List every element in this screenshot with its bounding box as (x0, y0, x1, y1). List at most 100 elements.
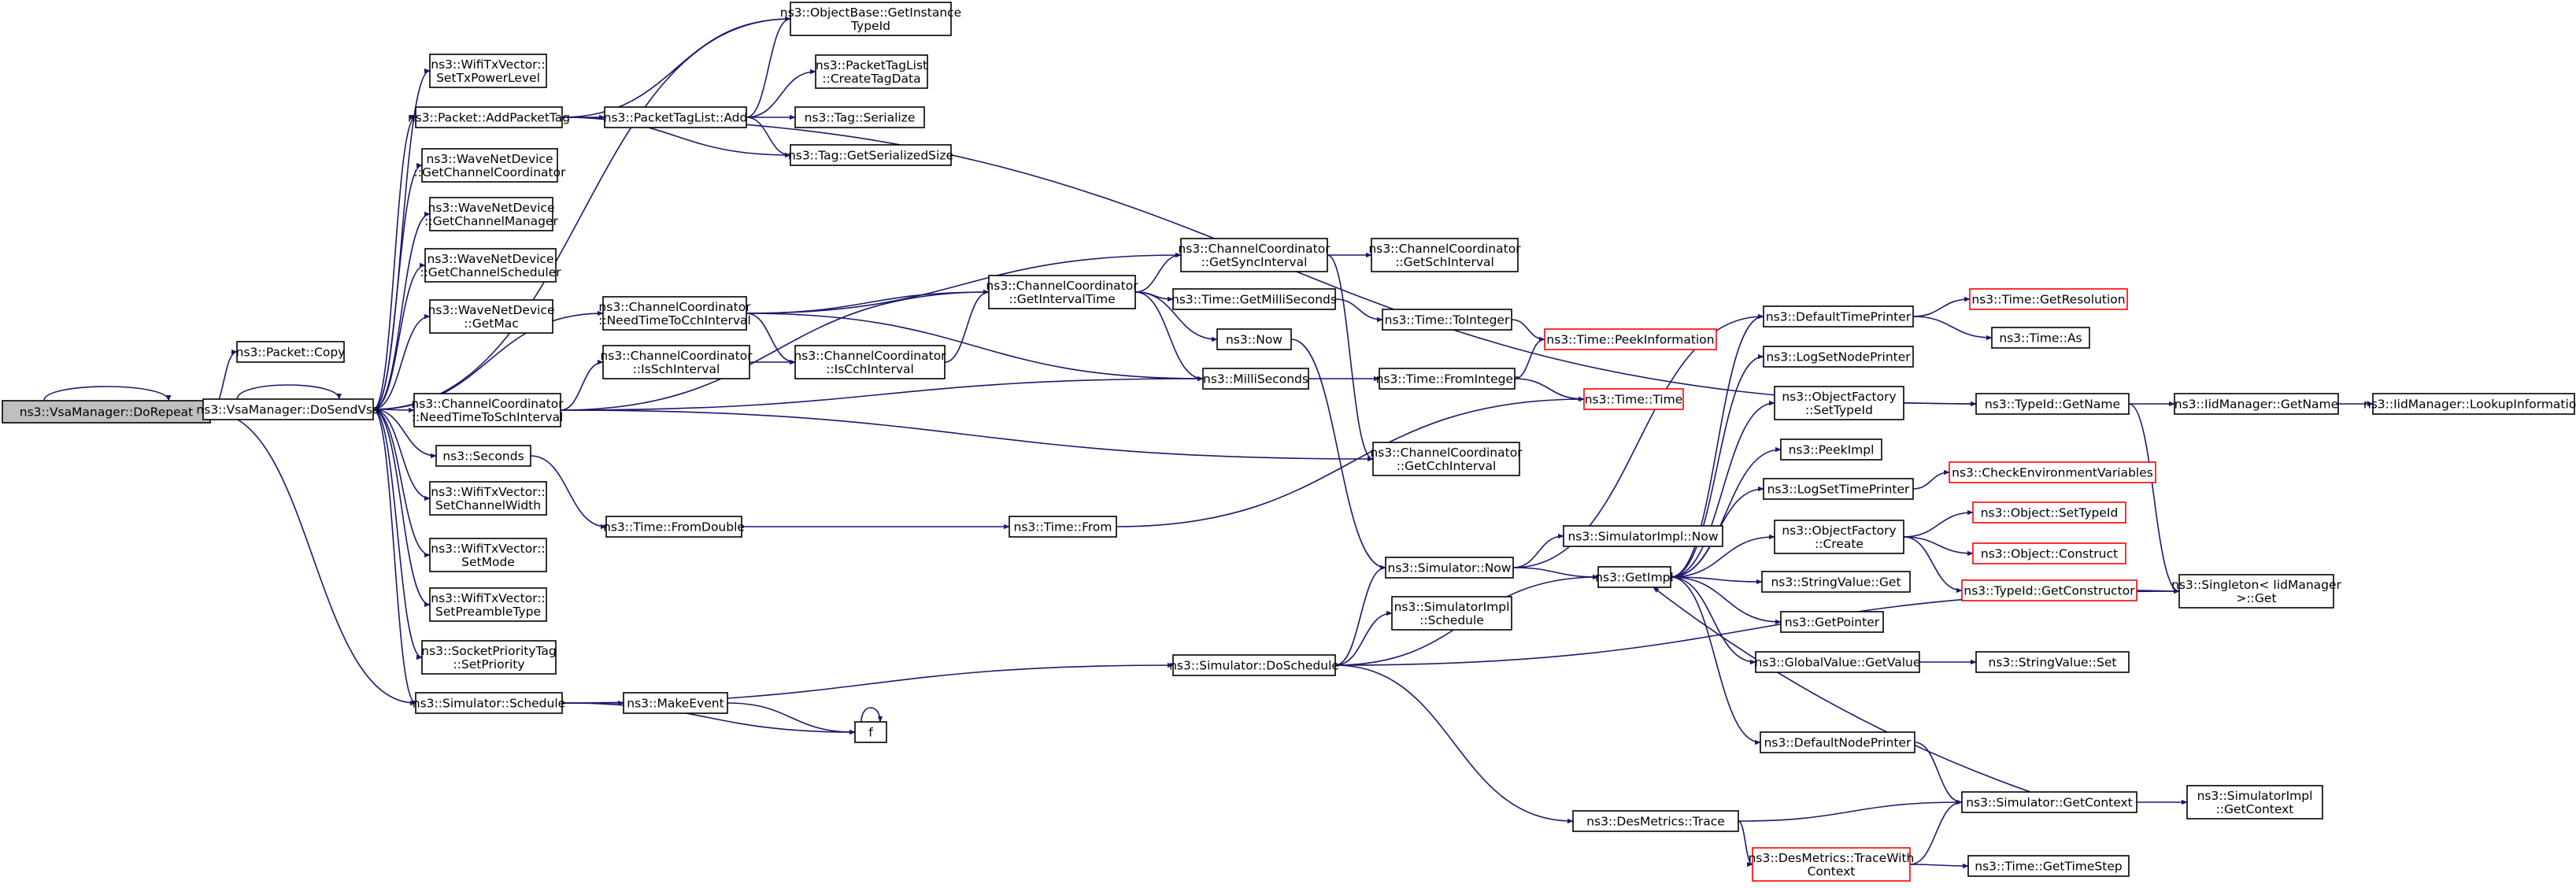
node-object-set-type-id[interactable]: ns3::Object::SetTypeId (1972, 501, 2126, 524)
node-to-integer[interactable]: ns3::Time::ToInteger (1382, 309, 1512, 331)
node-box (202, 398, 374, 420)
node-make-event[interactable]: ns3::MakeEvent (623, 692, 728, 714)
node-global-value-get-value[interactable]: ns3::GlobalValue::GetValue (1755, 651, 1921, 673)
edge-get-impl-to-obj-factory-create (1670, 534, 1775, 578)
node-label: ns3::Tag::Serialize (805, 111, 916, 125)
node-label: ns3::StringValue::Set (1989, 656, 2117, 670)
node-label: ns3::Time::GetMilliSeconds (1171, 293, 1337, 307)
node-do-send-vsa[interactable]: ns3::VsaManager::DoSendVsa (196, 398, 380, 420)
node-sim-schedule[interactable]: ns3::Simulator::Schedule (413, 692, 565, 714)
node-default-time-printer[interactable]: ns3::DefaultTimePrinter (1763, 305, 1914, 327)
edge-default-node-printer-to-sim-get-context (1914, 742, 1963, 805)
node-tag-serialize[interactable]: ns3::Tag::Serialize (794, 106, 925, 128)
node-peek-information[interactable]: ns3::Time::PeekInformation (1544, 328, 1717, 350)
node-label: ns3::Simulator::GetContext (1966, 796, 2133, 810)
node-label: ns3::Simulator::Schedule (413, 697, 565, 711)
node-obj-factory-create[interactable]: ns3::ObjectFactory::Create (1774, 520, 1904, 554)
node-set-preamble-type[interactable]: ns3::WifiTxVector::SetPreambleType (429, 587, 547, 622)
node-object-construct[interactable]: ns3::Object::Construct (1972, 542, 2126, 564)
node-get-pointer[interactable]: ns3::GetPointer (1780, 611, 1884, 633)
node-create-tag-data[interactable]: ns3::PacketTagList::CreateTagData (815, 54, 928, 89)
node-peek-impl[interactable]: ns3::PeekImpl (1780, 438, 1882, 461)
node-now[interactable]: ns3::Now (1216, 328, 1292, 350)
node-label: ::Schedule (1419, 613, 1484, 627)
edge-sim-now-to-sim-impl-now (1512, 533, 1564, 568)
node-string-value-get[interactable]: ns3::StringValue::Get (1761, 571, 1911, 593)
node-get-interval-time[interactable]: ns3::ChannelCoordinator::GetIntervalTime (986, 275, 1138, 309)
node-milli-seconds[interactable]: ns3::MilliSeconds (1202, 368, 1309, 390)
node-box (429, 299, 553, 334)
edge-from-integer-to-time-time (1514, 378, 1585, 402)
node-get-time-step[interactable]: ns3::Time::GetTimeStep (1967, 855, 2130, 877)
node-is-sch-interval[interactable]: ns3::ChannelCoordinator::IsSchInterval (600, 345, 753, 379)
node-get-sync-interval[interactable]: ns3::ChannelCoordinator::GetSyncInterval (1178, 238, 1331, 272)
edge-trace-with-context-to-get-time-step (1909, 863, 1969, 869)
node-get-channel-coordinator[interactable]: ns3::WaveNetDevice::GetChannelCoordinato… (414, 148, 567, 183)
node-f[interactable]: f (854, 721, 887, 743)
node-sim-impl-get-context[interactable]: ns3::SimulatorImpl::GetContext (2186, 785, 2323, 820)
node-iid-get-name[interactable]: ns3::IidManager::GetName (2174, 393, 2339, 415)
edge-type-id-get-name-to-singleton-get (2128, 403, 2180, 594)
node-set-tx-power-level[interactable]: ns3::WifiTxVector::SetTxPowerLevel (429, 54, 547, 88)
node-type-id-get-constructor[interactable]: ns3::TypeId::GetConstructor (1961, 579, 2137, 601)
node-default-node-printer[interactable]: ns3::DefaultNodePrinter (1760, 731, 1915, 753)
node-get-mac[interactable]: ns3::WaveNetDevice::GetMac (428, 299, 555, 334)
node-time-from[interactable]: ns3::Time::From (1009, 516, 1117, 538)
node-get-channel-manager[interactable]: ns3::WaveNetDevice::GetChannelManager (424, 197, 558, 231)
node-time-time[interactable]: ns3::Time::Time (1583, 388, 1684, 410)
node-label: ns3::WaveNetDevice (427, 252, 554, 266)
node-get-sch-interval[interactable]: ns3::ChannelCoordinator::GetSchInterval (1368, 238, 1521, 272)
node-need-time-to-cch[interactable]: ns3::ChannelCoordinator::NeedTimeToCchIn… (598, 296, 751, 331)
node-add-packet-tag[interactable]: ns3::Packet::AddPacketTag (408, 106, 570, 128)
node-do-schedule[interactable]: ns3::Simulator::DoSchedule (1169, 654, 1339, 676)
node-get-resolution[interactable]: ns3::Time::GetResolution (1969, 288, 2128, 310)
node-time-as[interactable]: ns3::Time::As (1991, 327, 2090, 349)
node-singleton-get[interactable]: ns3::Singleton< IidManager >::Get (2171, 574, 2342, 609)
node-from-double[interactable]: ns3::Time::FromDouble (603, 516, 745, 538)
node-box (1379, 368, 1516, 390)
node-do-repeat[interactable]: ns3::VsaManager::DoRepeat (2, 400, 211, 424)
node-label: ns3::Time::From (1014, 520, 1112, 535)
edge-log-set-time-printer-to-check-env-vars (1912, 469, 1950, 490)
node-label: ns3::PacketTagList::Add (604, 111, 748, 125)
node-seconds[interactable]: ns3::Seconds (435, 445, 531, 467)
node-get-impl[interactable]: ns3::GetImpl (1595, 566, 1674, 588)
node-packet-tag-list-add[interactable]: ns3::PacketTagList::Add (604, 106, 748, 128)
node-obj-factory-set-type-id[interactable]: ns3::ObjectFactory::SetTypeId (1774, 386, 1904, 420)
node-label: ::GetSchInterval (1395, 255, 1494, 269)
node-sim-now[interactable]: ns3::Simulator::Now (1385, 557, 1514, 579)
node-string-value-set[interactable]: ns3::StringValue::Set (1975, 651, 2130, 673)
node-get-cch-interval[interactable]: ns3::ChannelCoordinator::GetCchInterval (1370, 442, 1523, 476)
node-box (790, 2, 952, 36)
node-sim-impl-now[interactable]: ns3::SimulatorImpl::Now (1563, 525, 1723, 547)
edge-obj-factory-create-to-object-set-type-id (1903, 509, 1974, 538)
node-box (1780, 438, 1882, 461)
node-label: ::GetCchInterval (1397, 459, 1497, 473)
node-need-time-to-sch[interactable]: ns3::ChannelCoordinator::NeedTimeToSchIn… (411, 393, 564, 427)
node-label: ns3::IidManager::LookupInformation (2363, 398, 2576, 412)
node-get-channel-scheduler[interactable]: ns3::WaveNetDevice::GetChannelScheduler (420, 248, 561, 283)
node-sim-impl-schedule[interactable]: ns3::SimulatorImpl::Schedule (1391, 596, 1512, 631)
node-set-mode[interactable]: ns3::WifiTxVector::SetMode (429, 538, 547, 572)
node-packet-copy[interactable]: ns3::Packet::Copy (236, 341, 346, 363)
node-tag-get-serialized-size[interactable]: ns3::Tag::GetSerializedSize (788, 144, 953, 166)
node-box (429, 587, 547, 622)
node-log-set-node-printer[interactable]: ns3::LogSetNodePrinter (1763, 346, 1914, 368)
node-sim-get-context[interactable]: ns3::Simulator::GetContext (1961, 791, 2137, 813)
node-des-metrics-trace[interactable]: ns3::DesMetrics::Trace (1572, 810, 1739, 832)
node-from-integer[interactable]: ns3::Time::FromInteger (1376, 368, 1519, 390)
node-is-cch-interval[interactable]: ns3::ChannelCoordinator::IsCchInterval (794, 345, 946, 379)
node-log-set-time-printer[interactable]: ns3::LogSetTimePrinter (1763, 478, 1914, 500)
node-iid-lookup-info[interactable]: ns3::IidManager::LookupInformation (2363, 393, 2576, 415)
node-box (1975, 393, 2130, 415)
node-set-priority[interactable]: ns3::SocketPriorityTag::SetPriority (421, 640, 557, 675)
node-label: ::GetChannelManager (424, 214, 558, 228)
node-box (1544, 328, 1717, 350)
node-get-milli-seconds[interactable]: ns3::Time::GetMilliSeconds (1171, 288, 1337, 310)
node-check-env-vars[interactable]: ns3::CheckEnvironmentVariables (1949, 461, 2156, 483)
edge-get-impl-to-log-set-node-printer (1670, 353, 1764, 578)
node-set-channel-width[interactable]: ns3::WifiTxVector::SetChannelWidth (429, 481, 547, 516)
node-type-id-get-name[interactable]: ns3::TypeId::GetName (1975, 393, 2130, 415)
